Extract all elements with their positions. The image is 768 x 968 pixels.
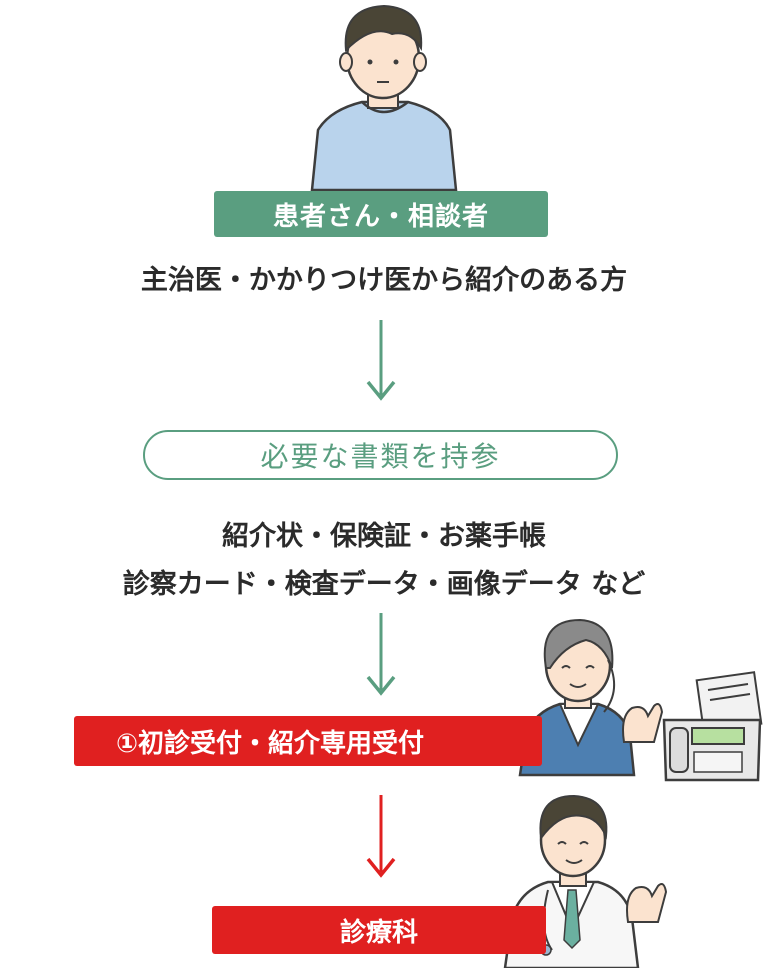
referral-text: 主治医・かかりつけ医から紹介のある方: [140, 265, 628, 296]
reception-label: ①初診受付・紹介専用受付: [74, 716, 542, 766]
fax-machine-illustration: [662, 671, 763, 782]
doctor-illustration: [503, 794, 668, 968]
documents-line-1: 紹介状・保険証・お薬手帳: [222, 521, 546, 552]
documents-line-2: 診察カード・検査データ・画像データ など: [122, 569, 646, 600]
arrow-down-2: [366, 613, 396, 696]
patient-label: 患者さん・相談者: [214, 191, 548, 237]
arrow-down-3: [366, 795, 396, 878]
receptionist-illustration: [518, 618, 664, 777]
patient-illustration: [310, 4, 458, 192]
documents-heading: 必要な書類を持参: [143, 430, 618, 480]
department-label: 診療科: [212, 906, 546, 954]
arrow-down-1: [366, 320, 396, 401]
